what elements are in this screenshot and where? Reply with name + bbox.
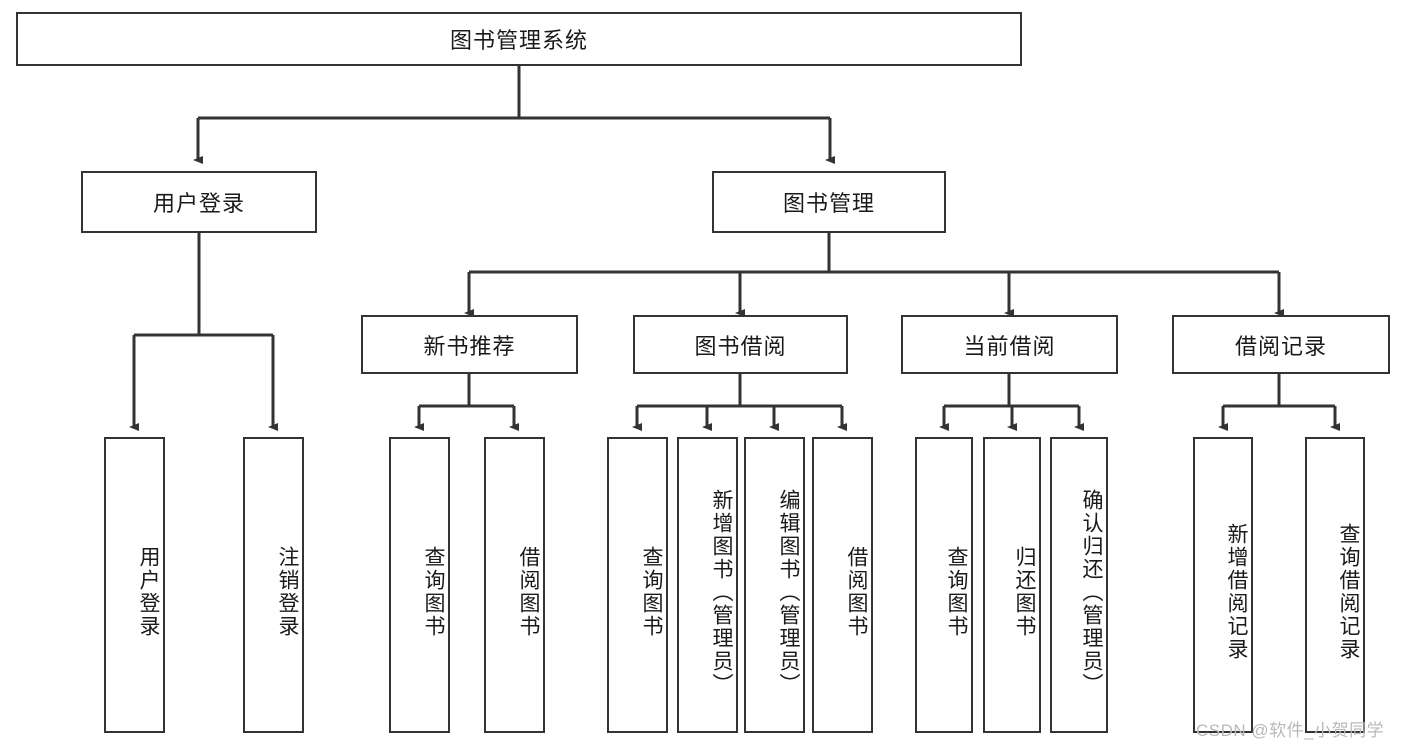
leaf-user-login-logout[interactable]: 注销登录 <box>243 437 304 733</box>
leaf-user-login-login[interactable]: 用户登录 <box>104 437 165 733</box>
node-current-borrow[interactable]: 当前借阅 <box>901 315 1118 374</box>
node-label: 确认归还（管理员） <box>1080 488 1103 696</box>
node-label: 借阅图书 <box>517 546 540 638</box>
node-label: 新增借阅记录 <box>1225 523 1248 661</box>
leaf-new-book-query-book[interactable]: 查询图书 <box>389 437 450 733</box>
leaf-book-borrow-query-book[interactable]: 查询图书 <box>607 437 668 733</box>
leaf-book-borrow-edit-book-admin[interactable]: 编辑图书（管理员） <box>744 437 805 733</box>
node-new-book-recommend[interactable]: 新书推荐 <box>361 315 578 374</box>
leaf-book-borrow-borrow-book[interactable]: 借阅图书 <box>812 437 873 733</box>
node-borrow-record[interactable]: 借阅记录 <box>1172 315 1390 374</box>
csdn-watermark: CSDN @软件_小贺同学 <box>1196 721 1385 740</box>
node-label: 查询借阅记录 <box>1337 523 1360 661</box>
node-label: 归还图书 <box>1013 546 1036 638</box>
node-label: 用户登录 <box>137 546 160 638</box>
leaf-current-borrow-return-book[interactable]: 归还图书 <box>983 437 1041 733</box>
node-user-login[interactable]: 用户登录 <box>81 171 317 233</box>
leaf-borrow-record-add-record[interactable]: 新增借阅记录 <box>1193 437 1253 733</box>
node-label: 图书管理系统 <box>449 28 588 53</box>
node-label: 图书借阅 <box>694 333 787 359</box>
node-label: 新书推荐 <box>423 333 516 359</box>
node-label: 编辑图书（管理员） <box>777 488 800 696</box>
node-book-management[interactable]: 图书管理 <box>712 171 946 233</box>
node-label: 当前借阅 <box>963 333 1056 359</box>
node-label: 注销登录 <box>276 546 299 638</box>
leaf-new-book-borrow-book[interactable]: 借阅图书 <box>484 437 545 733</box>
leaf-current-borrow-query-book[interactable]: 查询图书 <box>915 437 973 733</box>
node-root-book-management-system[interactable]: 图书管理系统 <box>16 12 1022 66</box>
node-book-borrow[interactable]: 图书借阅 <box>633 315 848 374</box>
node-label: 借阅图书 <box>845 546 868 638</box>
leaf-book-borrow-add-book-admin[interactable]: 新增图书（管理员） <box>677 437 738 733</box>
node-label: 借阅记录 <box>1234 333 1327 359</box>
leaf-borrow-record-query-record[interactable]: 查询借阅记录 <box>1305 437 1365 733</box>
node-label: 查询图书 <box>945 546 968 638</box>
node-label: 查询图书 <box>640 546 663 638</box>
node-label: 用户登录 <box>152 191 245 216</box>
node-label: 新增图书（管理员） <box>710 488 733 696</box>
node-label: 图书管理 <box>782 191 875 216</box>
node-label: 查询图书 <box>422 546 445 638</box>
leaf-current-borrow-confirm-return-admin[interactable]: 确认归还（管理员） <box>1050 437 1108 733</box>
